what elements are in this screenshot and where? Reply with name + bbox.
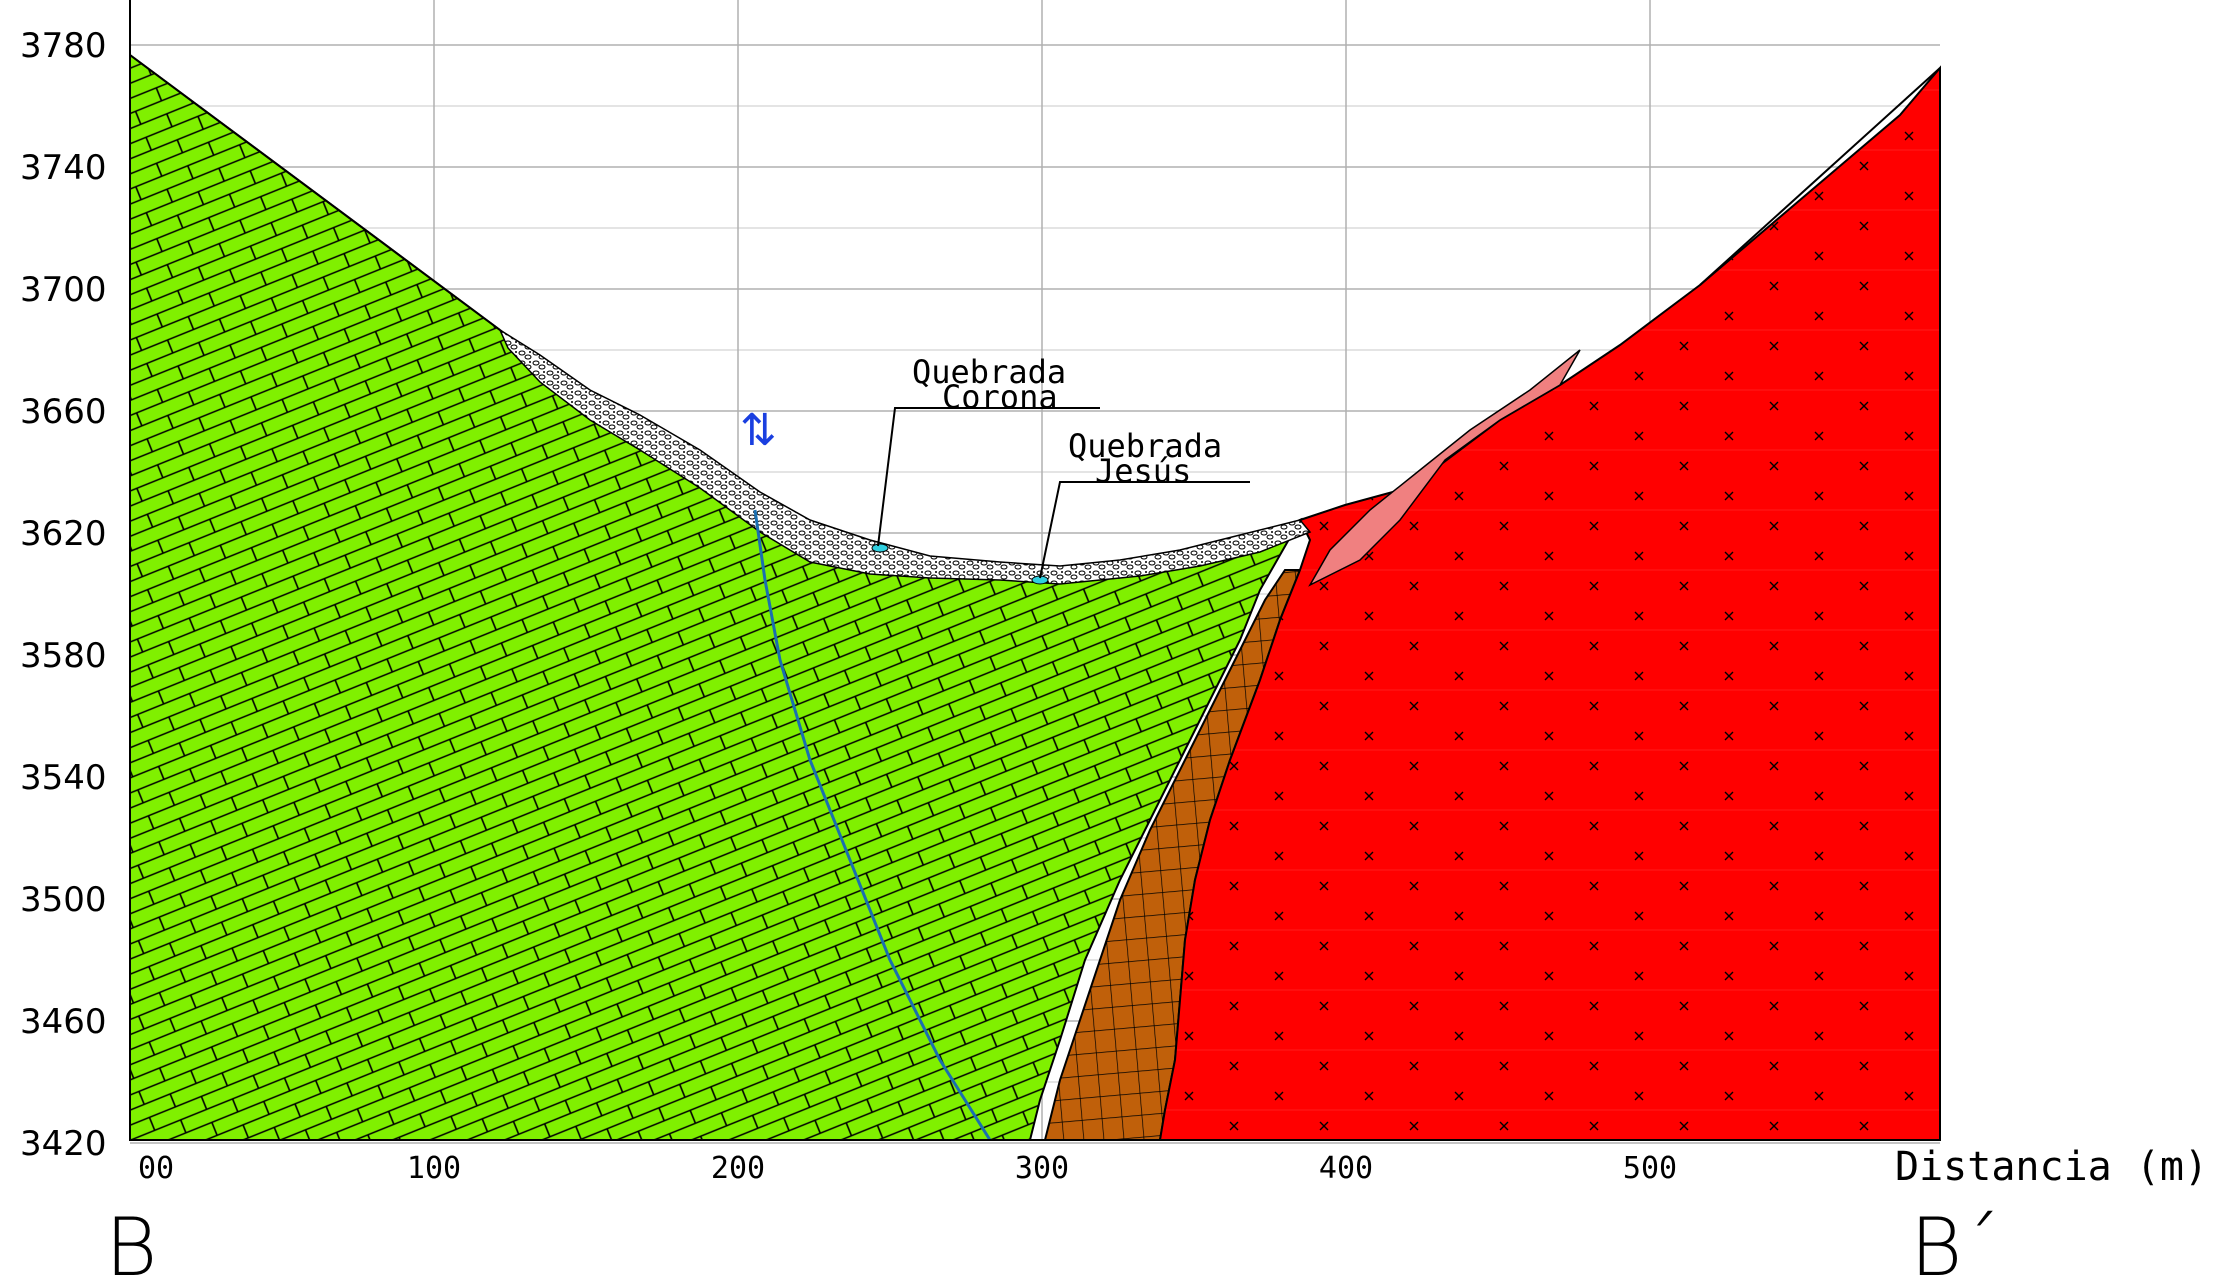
stream-corona-label-line2: Corona — [942, 378, 1058, 416]
stream-jesus-leader — [1039, 481, 1250, 579]
y-tick-label: 3460 — [20, 1002, 107, 1042]
stream-jesus-label-line2: Jesús — [1095, 452, 1191, 490]
y-tick-label: 3620 — [20, 514, 107, 554]
x-tick-label: 00 — [138, 1151, 174, 1186]
x-tick-label: 200 — [711, 1151, 765, 1186]
y-tick-label: 3500 — [20, 880, 107, 920]
x-tick-label: 500 — [1623, 1151, 1677, 1186]
x-tick-label: 100 — [407, 1151, 461, 1186]
stream-corona-water — [871, 543, 889, 553]
x-axis-ticks: 00 100 200 300 400 500 — [138, 1151, 1677, 1186]
section-end-left: B — [105, 1201, 157, 1281]
y-tick-label: 3700 — [20, 270, 107, 310]
x-tick-label: 300 — [1015, 1151, 1069, 1186]
altered-zone — [1308, 349, 1581, 587]
surface-line-right — [1699, 67, 1941, 286]
x-axis-label: Distancia (m) — [1895, 1144, 2208, 1190]
y-tick-label: 3580 — [20, 636, 107, 676]
y-tick-label: 3660 — [20, 392, 107, 432]
fault-symbol: ⇅ — [740, 405, 777, 456]
geology-units — [129, 53, 1941, 1141]
alluvium-deposit — [498, 328, 1312, 585]
y-tick-label: 3540 — [20, 758, 107, 798]
stream-corona-label-line1: Quebrada — [912, 353, 1066, 391]
stream-corona-leader — [877, 407, 1100, 547]
surface-line-left — [129, 54, 501, 331]
y-tick-label: 3740 — [20, 148, 107, 188]
y-tick-label: 3780 — [20, 26, 107, 66]
y-tick-label: 3420 — [20, 1124, 107, 1164]
x-tick-label: 400 — [1319, 1151, 1373, 1186]
fault-line — [753, 509, 992, 1141]
section-end-right: B´ — [1910, 1201, 2001, 1281]
stream-jesus-label-line1: Quebrada — [1068, 427, 1222, 465]
annotations: Quebrada Corona Quebrada Jesús — [877, 353, 1250, 579]
y-axis-ticks: 3780 3740 3700 3660 3620 3580 3540 3500 3460 3420 — [20, 26, 107, 1164]
